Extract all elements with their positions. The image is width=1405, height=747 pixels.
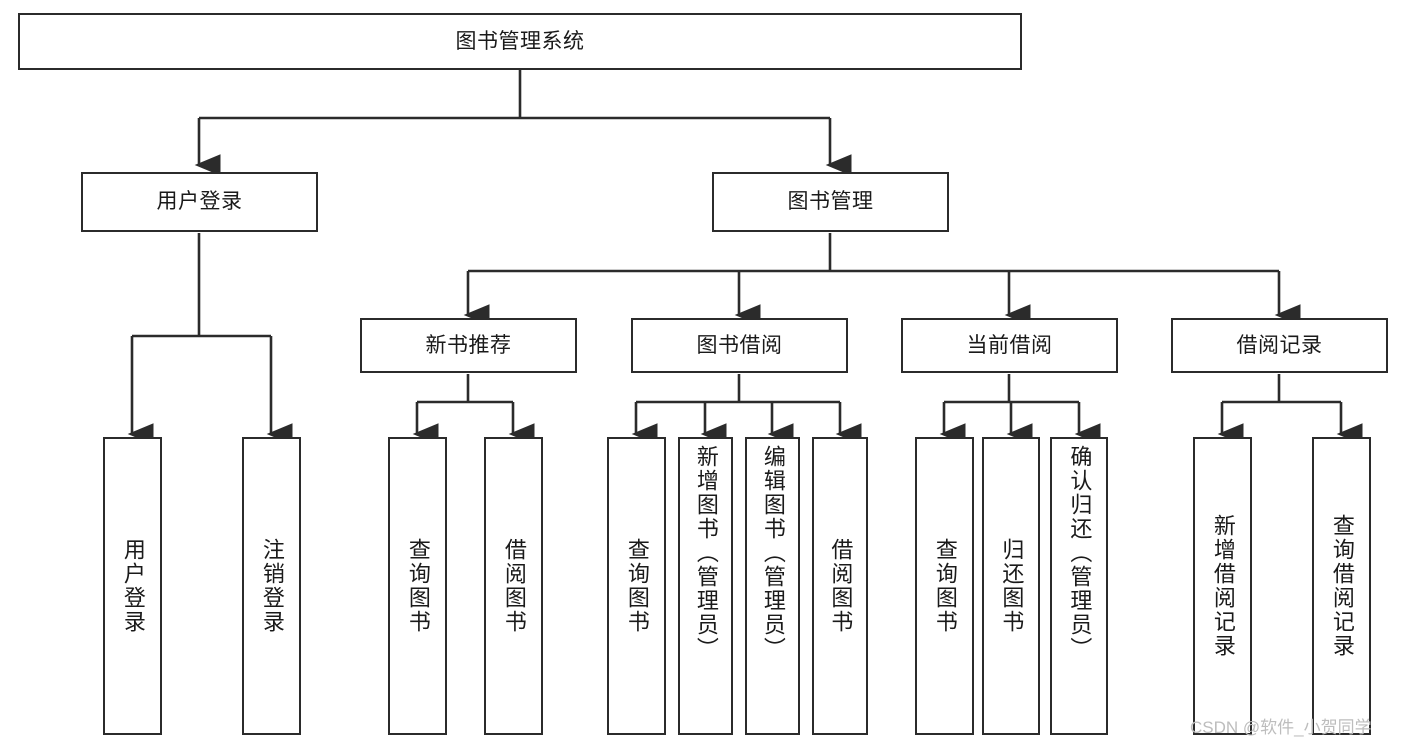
leaf-record-query-record[interactable]: 查询借阅记录 [1312,437,1371,735]
node-label: 新增借阅记录 [1210,514,1236,658]
node-current-borrow[interactable]: 当前借阅 [901,318,1118,373]
node-borrow-record[interactable]: 借阅记录 [1171,318,1388,373]
leaf-borrow-borrow-book[interactable]: 借阅图书 [812,437,868,735]
leaf-borrow-query-book[interactable]: 查询图书 [607,437,666,735]
node-book-management[interactable]: 图书管理 [712,172,949,232]
leaf-current-query-book[interactable]: 查询图书 [915,437,974,735]
leaf-current-return-book[interactable]: 归还图书 [982,437,1040,735]
node-label: 用户登录 [120,538,146,634]
node-label: 新增图书（管理员） [693,445,719,661]
node-label: 归还图书 [999,538,1025,634]
node-root-system[interactable]: 图书管理系统 [18,13,1022,70]
node-label: 查询图书 [624,538,650,634]
node-label: 编辑图书（管理员） [760,445,786,661]
node-label: 当前借阅 [966,333,1053,357]
node-label: 确认归还（管理员） [1067,445,1093,661]
node-label: 借阅图书 [501,538,527,634]
node-new-book-recommend[interactable]: 新书推荐 [360,318,577,373]
node-user-login[interactable]: 用户登录 [81,172,318,232]
leaf-borrow-add-book-admin[interactable]: 新增图书（管理员） [678,437,733,735]
node-label: 用户登录 [156,190,243,214]
node-label: 注销登录 [259,538,285,634]
leaf-current-confirm-return-admin[interactable]: 确认归还（管理员） [1050,437,1108,735]
node-book-borrow[interactable]: 图书借阅 [631,318,848,373]
leaf-newbook-borrow-book[interactable]: 借阅图书 [484,437,543,735]
node-label: 查询借阅记录 [1329,514,1355,658]
leaf-user-login-signin[interactable]: 用户登录 [103,437,162,735]
node-label: 图书借阅 [696,333,783,357]
node-label: 借阅图书 [828,538,854,634]
node-label: 图书管理 [787,190,874,214]
leaf-borrow-edit-book-admin[interactable]: 编辑图书（管理员） [745,437,800,735]
leaf-user-login-signout[interactable]: 注销登录 [242,437,301,735]
node-label: 查询图书 [405,538,431,634]
node-label: 查询图书 [932,538,958,634]
node-label: 借阅记录 [1236,333,1323,357]
node-label: 图书管理系统 [455,29,585,53]
leaf-record-add-record[interactable]: 新增借阅记录 [1193,437,1252,735]
leaf-newbook-query-book[interactable]: 查询图书 [388,437,447,735]
node-label: 新书推荐 [425,333,512,357]
